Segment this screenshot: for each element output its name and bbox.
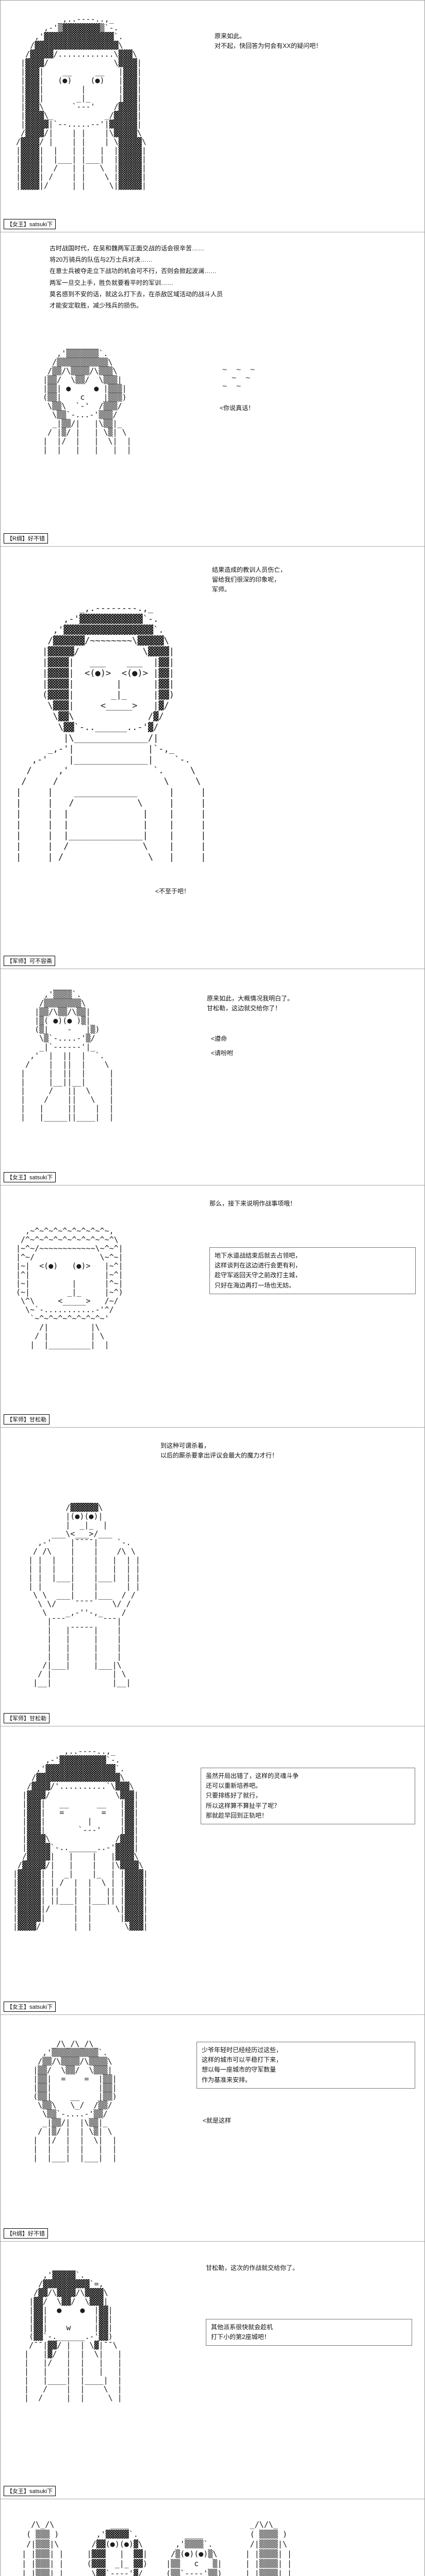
motion-lines: ~ ~ ~ ~ ~ ~ ~	[222, 365, 255, 391]
dialogue-box: 其他派系很快就会趁机 打下小的第2座城吧！	[206, 2319, 412, 2346]
speaker-tag: 【军师】可不容斋	[4, 956, 55, 966]
panel-7: _,..----..,_ ,-'▓▓▓▓▓▓▓▓▓▓`-. ,'▓▓▓▓▓▓▓▓…	[1, 1726, 424, 2015]
boy-ascii-art: _/\_/\_/\_ ,'▒▒▒▒▒▒▒▒▒▒`. /▒▒/\▒▒▒▒/\▒▒▒…	[33, 2039, 117, 2162]
speaker-tag: 【R绸】好不错	[4, 2228, 48, 2239]
panel-3: 结果造成的教训人员伤亡， 留给我们很深的印象呢， 军师。 _,.--------…	[1, 547, 424, 969]
advisor-ascii-art: ____ ,'▒▒▒▒`. /▒▒▒▒▒▒▒▒\ |▒▒/\▒▒/\▒▒| |▒…	[21, 981, 114, 1122]
soldier-ascii-art: _______ ,'▒▒▒▒▒▒▒`. /▒▒▒▒▒▒▒▒▒▒▒\ /▒▒/\▒…	[43, 340, 132, 454]
speaker-tag: 【女王】satsuki下	[4, 2486, 56, 2496]
aside-note: <就是这样	[203, 2117, 232, 2124]
dialogue-text: 到这种可谓杀着， 以后的厮杀要拿出评议会最大的魔力才行！	[160, 1442, 279, 1460]
dialogue-text: 甘松勒，这次的作战就交给你了。	[206, 2264, 299, 2272]
dialogue-box: 虽然开局出错了，这样的灵魂斗争 还可以重新培养吧。 只要排练好了就行， 所以这样…	[201, 1768, 415, 1824]
panel-5: 那么，接下来说明作战事项哦！ ,~^~^~^~^~^~^~^~^~, /^~^~…	[1, 1185, 424, 1428]
dialogue-box: 少爷年轻时已经经历过这些， 这样的城市可以平稳打下来， 想以每一座城市的守军数量…	[197, 2042, 415, 2089]
panel-1: _,..----..,_ ,-'▒▓▓▓▓▓▓▓▓▒`-. ,'▓▓▓▓▓▓▓▓…	[1, 1, 424, 232]
speaker-tag: 【女王】satsuki下	[4, 1172, 56, 1182]
dialogue-text: 那么，接下来说明作战事项哦！	[209, 1200, 297, 1207]
speaker-tag: 【军师】甘松勒	[4, 1713, 50, 1723]
speaker-tag: 【军师】甘松勒	[4, 1414, 50, 1425]
panel-9: _____ ,'▓▓▓▓▓`._ /▓▓▓▓▓▓▓▓▓▓`=, /▓▓/\▓▓▓…	[1, 2242, 424, 2499]
dialogue-text: 原来如此。 对不起，快回答为何会有XX的疑问吧！	[215, 32, 322, 50]
reply-note-2: <请吩咐	[211, 1049, 234, 1057]
girl-ascii-art: _____ ,'▓▓▓▓▓`._ /▓▓▓▓▓▓▓▓▓▓`=, /▓▓/\▓▓▓…	[24, 2262, 122, 2402]
general-ascii-art: _,.--------.,_ ,-'▓▓▓▓▓▓▓▓▓▓▓▓`-. ,'▓▓▓▓…	[16, 603, 206, 862]
dialogue-text: 原来如此，大概情况我明白了。 甘松勒，这边就交给你了！	[207, 995, 294, 1012]
panel-8: _/\_/\_/\_ ,'▒▒▒▒▒▒▒▒▒▒`. /▒▒/\▒▒▒▒/\▒▒▒…	[1, 2015, 424, 2242]
speaker-tag: 【女王】satsuki下	[4, 2002, 56, 2012]
narration-paragraph: 古时战国时代，在吴和魏两军正面交战的话会很辛苦…… 将20万骑兵的队伍与2万士兵…	[50, 245, 223, 309]
battle-scene-ascii-art: /\_/\ ____ _/\/\_ ( ▒▒▒ ) ,'▓▓▓▓▓`. ____…	[22, 2520, 292, 2576]
shout-note: <你说真话！	[220, 404, 255, 412]
rider-face-ascii-art: ,~^~^~^~^~^~^~^~^~, /^~^~^~^~^~^~^~^~^~^…	[16, 1226, 123, 1349]
panel-2: 古时战国时代，在吴和魏两军正面交战的话会很辛苦…… 将20万骑兵的队伍与2万士兵…	[1, 232, 424, 547]
panel-6: 到这种可谓杀着， 以后的厮杀要拿出评议会最大的魔力才行！ ____ /▓▓▓▓▓…	[1, 1428, 424, 1726]
dialogue-text: 结果造成的教训人员伤亡， 留给我们很深的印象呢， 军师。	[212, 566, 287, 594]
panel-10: /\_/\ ____ _/\/\_ ( ▒▒▒ ) ,'▓▓▓▓▓`. ____…	[1, 2499, 424, 2576]
panel-4: ____ ,'▒▒▒▒`. /▒▒▒▒▒▒▒▒\ |▒▒/\▒▒/\▒▒| |▒…	[1, 969, 424, 1185]
speaker-tag: 【R绸】好不错	[4, 533, 48, 544]
queen-ascii-art: _,..----..,_ ,-'▒▓▓▓▓▓▓▓▓▒`-. ,'▓▓▓▓▓▓▓▓…	[16, 14, 146, 190]
warrior-ascii-art: ____ /▓▓▓▓▓▓\ |(●)(●)| | _|_ | ___\<___>…	[28, 1494, 140, 1687]
queen-fullbody-ascii-art: _,..----..,_ ,-'▓▓▓▓▓▓▓▓▓▓`-. ,'▓▓▓▓▓▓▓▓…	[13, 1747, 148, 1931]
reply-note-1: <遵命	[211, 1035, 227, 1042]
speaker-tag: 【女王】satsuki下	[4, 219, 56, 229]
aside-note: <不至于吧！	[155, 888, 190, 895]
plan-dialogue-box: 地下水道战结束后就去占领吧， 这样谈判在这边进行会更有利， 趁守军返回天守之前改…	[209, 1247, 416, 1294]
